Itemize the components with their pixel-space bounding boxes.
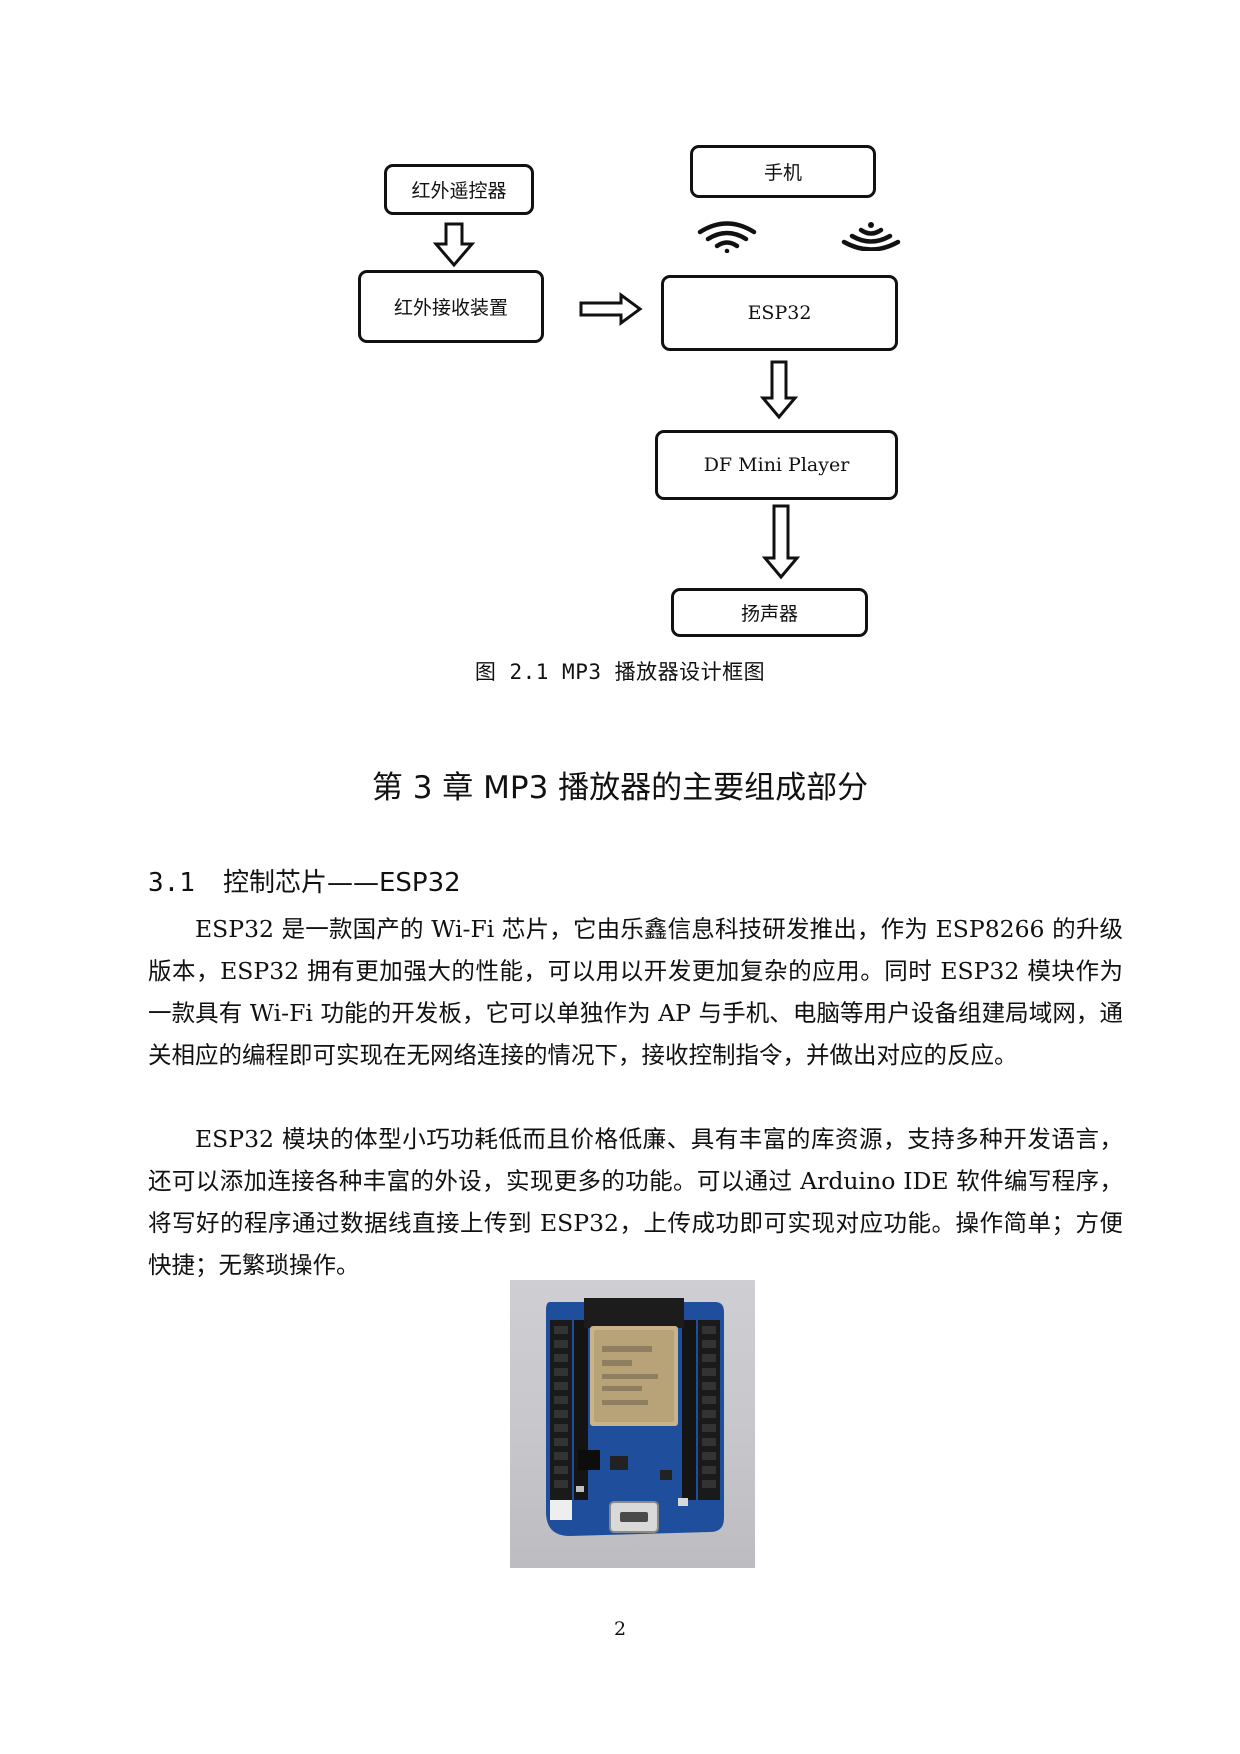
wireless-signal-icon [841,222,901,251]
esp32-board-illustration [546,1298,724,1536]
right-arrow-receiver-to-esp32 [579,292,643,326]
page-number: 2 [613,1618,627,1640]
paragraph-2: ESP32 模块的体型小巧功耗低而且价格低廉、具有丰富的库资源，支持多种开发语言… [148,1125,1123,1279]
figure-caption: 图 2.1 MP3 播放器设计框图 [474,660,766,684]
player-box: DF Mini Player [655,430,898,500]
esp32-label: ESP32 [747,302,812,324]
esp32-box: ESP32 [661,275,898,351]
ir-receiver-box: 红外接收装置 [358,270,544,343]
down-arrow-esp32-to-player [760,360,798,420]
section-heading: 3.1 控制芯片——ESP32 [148,862,461,899]
section-title: 控制芯片——ESP32 [222,868,461,898]
chapter-title: 第 3 章 MP3 播放器的主要组成部分 [371,770,869,806]
player-label: DF Mini Player [703,454,850,476]
remote-label: 红外遥控器 [411,180,507,202]
section-number: 3.1 [148,868,195,898]
esp32-board-photo [510,1280,755,1568]
phone-box: 手机 [690,145,876,198]
ir-receiver-label: 红外接收装置 [393,297,508,319]
down-arrow-player-to-speaker [762,504,800,580]
speaker-box: 扬声器 [671,588,868,637]
speaker-label: 扬声器 [740,603,798,625]
phone-label: 手机 [763,162,802,184]
down-arrow-remote-to-receiver [432,222,476,268]
wifi-icon [697,221,757,253]
paragraph-1: ESP32 是一款国产的 Wi-Fi 芯片，它由乐鑫信息科技研发推出，作为 ES… [148,915,1123,1069]
remote-box: 红外遥控器 [384,164,534,215]
